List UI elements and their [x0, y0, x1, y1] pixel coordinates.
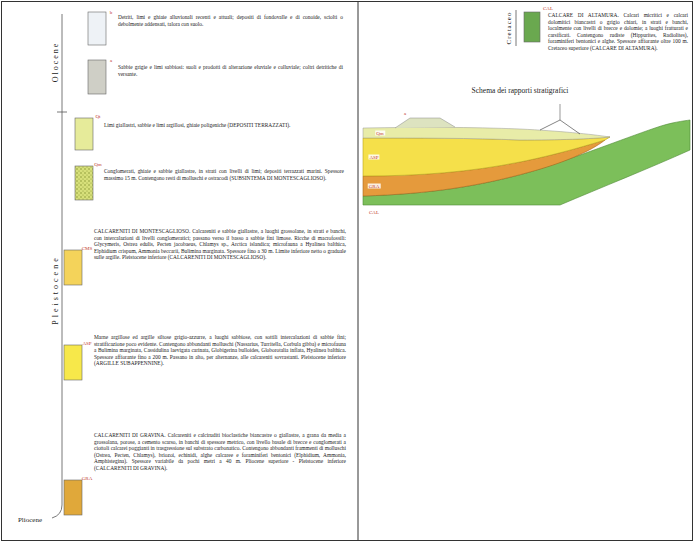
epoch-label: Pleistocene [51, 255, 60, 324]
unit-code: ASP [82, 341, 91, 346]
unit-description: CALCARENITI DI MONTESCAGLIOSO. Calcareni… [94, 228, 346, 261]
epoch-label: Olocene [51, 42, 60, 83]
stratigraphic-section [363, 104, 690, 205]
unit-code: a [110, 58, 112, 63]
legend-entry: CALCARENITI DI GRAVINA. Calcareniti e ca… [94, 432, 346, 472]
unit-description: Sabbie grigie e limi sabbiosi: suoli e p… [118, 64, 343, 77]
epoch-label: Cretaceo [505, 12, 513, 45]
unit-code: ASP [368, 155, 379, 160]
axis-tick [57, 112, 67, 113]
unit-code: CAL [368, 210, 380, 215]
unit-code: Qm [375, 131, 385, 136]
unit-code: a [403, 111, 407, 116]
unit-swatch [75, 118, 93, 150]
unit-code: CMS [82, 246, 93, 251]
unit-code: GRA [82, 476, 93, 481]
unit-swatch [64, 250, 82, 285]
unit-code: CAL [543, 6, 553, 11]
unit-swatch [64, 480, 82, 515]
unit-code: b [110, 10, 113, 15]
unit-code: GRA [368, 184, 381, 189]
legend-entry: Limi giallastri, sabbie e limi argillosi… [104, 122, 344, 129]
section-title: Schema dei rapporti stratigrafici [472, 86, 569, 95]
unit-swatch [88, 12, 106, 45]
unit-swatch [88, 60, 106, 94]
unit-description: Limi giallastri, sabbie e limi argillosi… [104, 122, 344, 129]
unit-description: Marne argillose ed argille siltose grigi… [94, 334, 346, 367]
legend-entry: Sabbie grigie e limi sabbiosi: suoli e p… [118, 64, 343, 77]
unit-swatch [75, 166, 93, 200]
unit-description: Conglomerati, ghiaie e sabbie giallastre… [104, 168, 344, 181]
unit-code: Qt [96, 114, 101, 119]
unit-description: Detriti, limi e ghiaie alluvionali recen… [118, 14, 343, 27]
unit-swatch [64, 345, 82, 380]
unit-description: CALCARENITI DI GRAVINA. Calcareniti e ca… [94, 432, 346, 472]
time-axis [516, 10, 517, 46]
legend-entry: Detriti, limi e ghiaie alluvionali recen… [118, 14, 343, 27]
epoch-label: Pliocene [18, 516, 42, 524]
legend-entry: Marne argillose ed argille siltose grigi… [94, 334, 346, 367]
unit-code: Qm [94, 162, 102, 167]
unit-description: CALCARE DI ALTAMURA. Calcari micritici e… [548, 12, 688, 52]
divider [358, 2, 359, 541]
legend-entry: CALCARE DI ALTAMURA. Calcari micritici e… [548, 12, 688, 52]
legend-entry: Conglomerati, ghiaie e sabbie giallastre… [104, 168, 344, 181]
unit-swatch [524, 12, 540, 42]
legend-entry: CALCARENITI DI MONTESCAGLIOSO. Calcareni… [94, 228, 346, 261]
